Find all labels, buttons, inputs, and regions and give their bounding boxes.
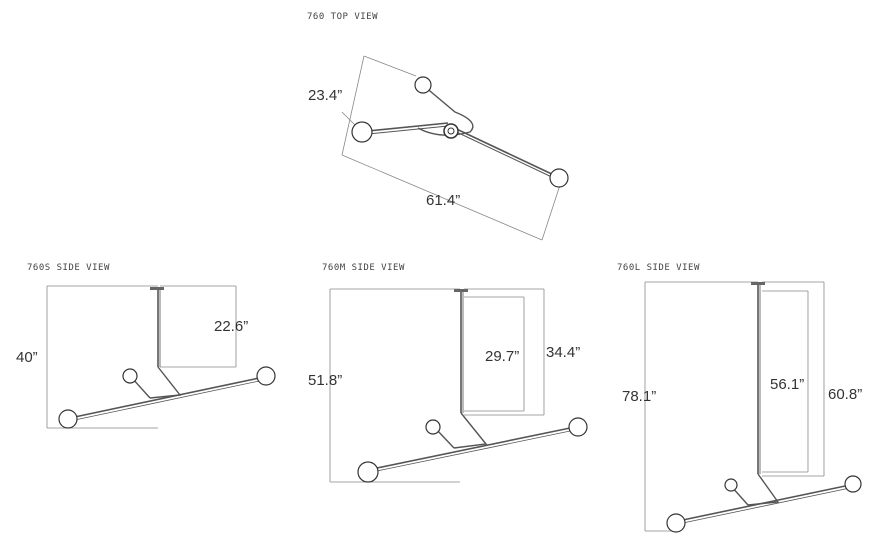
- arm: [677, 487, 851, 525]
- top-length-dim-line: [341, 154, 543, 241]
- arm: [371, 429, 576, 473]
- globe: [122, 368, 138, 384]
- medium-drop-max-dim: 34.4”: [546, 344, 580, 361]
- top-arm: [447, 127, 557, 180]
- top-view-label: 760 TOP VIEW: [307, 12, 378, 22]
- small-side-view: 760S SIDE VIEW 40” 22.6”: [16, 263, 276, 429]
- medium-view-label: 760M SIDE VIEW: [322, 263, 405, 273]
- canopy-icon: [447, 127, 455, 135]
- top-arm: [367, 122, 449, 132]
- top-width-dim-line: [341, 55, 365, 156]
- globe: [844, 475, 862, 493]
- top-arm: [367, 125, 449, 135]
- arm: [453, 412, 488, 449]
- globe: [549, 168, 569, 188]
- medium-height-dim: 51.8”: [308, 372, 342, 389]
- medium-drop-min-dim: 29.7”: [485, 348, 519, 365]
- arm: [677, 484, 851, 522]
- arm: [69, 376, 265, 419]
- globe: [58, 409, 78, 429]
- canopy: [150, 287, 164, 290]
- large-drop-min-dim: 56.1”: [770, 376, 804, 393]
- globe: [351, 121, 373, 143]
- globe: [724, 478, 738, 492]
- small-height-dim: 40”: [16, 349, 38, 366]
- large-view-label: 760L SIDE VIEW: [617, 263, 700, 273]
- large-drop-max-dim: 60.8”: [828, 386, 862, 403]
- globe: [568, 417, 588, 437]
- top-arm: [417, 85, 474, 136]
- top-width-dim: 23.4”: [308, 87, 342, 104]
- small-view-label: 760S SIDE VIEW: [27, 263, 110, 273]
- top-length-dim: 61.4”: [426, 192, 460, 209]
- arm: [149, 366, 182, 399]
- globe: [414, 76, 432, 94]
- top-width-ext-line: [363, 55, 417, 77]
- arm: [69, 379, 265, 422]
- globe: [357, 461, 379, 483]
- top-view: 760 TOP VIEW 23.4” 61.4”: [307, 12, 569, 241]
- globe: [256, 366, 276, 386]
- medium-side-view: 760M SIDE VIEW 51.8” 29.7” 34.4”: [308, 263, 588, 483]
- globe: [666, 513, 686, 533]
- canopy: [454, 289, 468, 292]
- top-arm: [447, 124, 557, 177]
- large-side-view: 760L SIDE VIEW 78.1” 56.1” 60.8”: [617, 263, 862, 533]
- canopy: [751, 282, 765, 285]
- top-length-ext-line: [541, 184, 561, 241]
- small-drop-dim: 22.6”: [214, 318, 248, 335]
- large-height-dim: 78.1”: [622, 388, 656, 405]
- arm: [435, 428, 455, 449]
- arm: [371, 426, 576, 470]
- globe: [425, 419, 441, 435]
